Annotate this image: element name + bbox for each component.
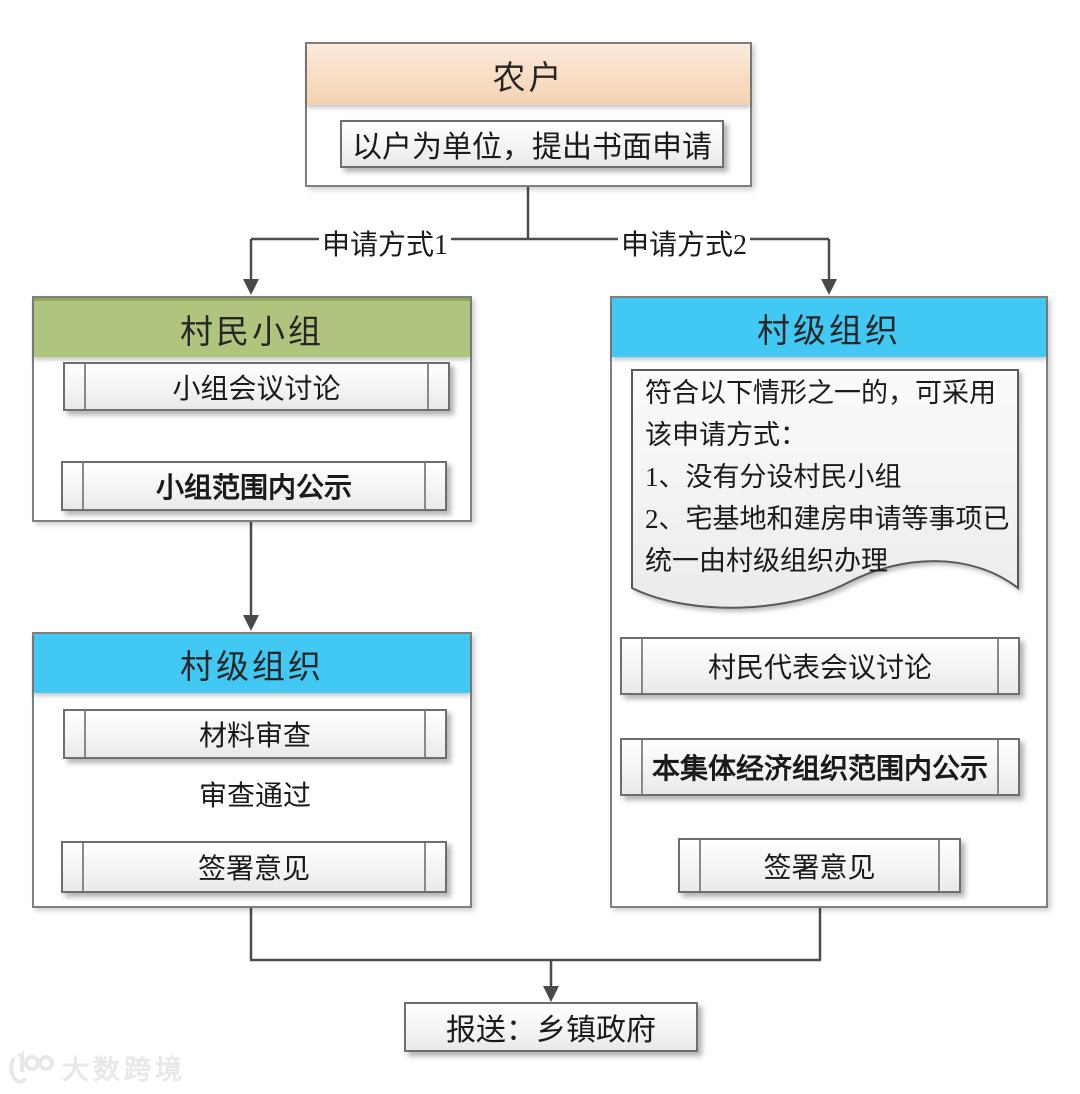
watermark: 大数跨境 xyxy=(8,1048,186,1087)
note-line: 2、宅基地和建房申请等事项已 xyxy=(645,504,1010,534)
villager-group-header: 村民小组 xyxy=(34,298,470,357)
note-line: 符合以下情形之一的，可采用 xyxy=(645,378,996,408)
branch-label-1: 申请方式1 xyxy=(318,223,452,263)
village-org-right-title: 村级组织 xyxy=(757,313,901,350)
note-line: 该申请方式： xyxy=(645,420,807,450)
farmer-header: 农户 xyxy=(307,44,750,105)
note-document-shape xyxy=(631,369,1019,609)
village-org-left-title: 村级组织 xyxy=(180,649,324,686)
watermark-logo-icon xyxy=(9,1050,54,1084)
step-group-discussion: 小组会议讨论 xyxy=(63,362,450,411)
farmer-step-box: 以户为单位，提出书面申请 xyxy=(340,120,724,168)
step-representative-discussion: 村民代表会议讨论 xyxy=(620,637,1020,695)
watermark-text: 大数跨境 xyxy=(62,1055,186,1085)
branch-label-2: 申请方式2 xyxy=(617,223,751,263)
step-group-publicity: 小组范围内公示 xyxy=(61,461,447,511)
submit-box: 报送：乡镇政府 xyxy=(404,1002,698,1052)
note-text: 符合以下情形之一的，可采用 该申请方式： 1、没有分设村民小组 2、宅基地和建房… xyxy=(645,372,1017,582)
note-line: 1、没有分设村民小组 xyxy=(645,462,902,492)
farmer-title: 农户 xyxy=(492,60,565,97)
step-material-review: 材料审查 xyxy=(63,709,447,759)
step-sign-opinion-left: 签署意见 xyxy=(61,841,447,893)
village-org-left-header: 村级组织 xyxy=(34,634,470,693)
step-collective-publicity: 本集体经济组织范围内公示 xyxy=(620,738,1020,796)
step-sign-opinion-right: 签署意见 xyxy=(678,838,961,893)
villager-group-title: 村民小组 xyxy=(180,315,324,351)
note-line: 统一由村级组织办理 xyxy=(645,546,888,576)
village-org-right-header: 村级组织 xyxy=(612,298,1046,357)
edge-label-review-passed: 审查通过 xyxy=(195,774,315,814)
